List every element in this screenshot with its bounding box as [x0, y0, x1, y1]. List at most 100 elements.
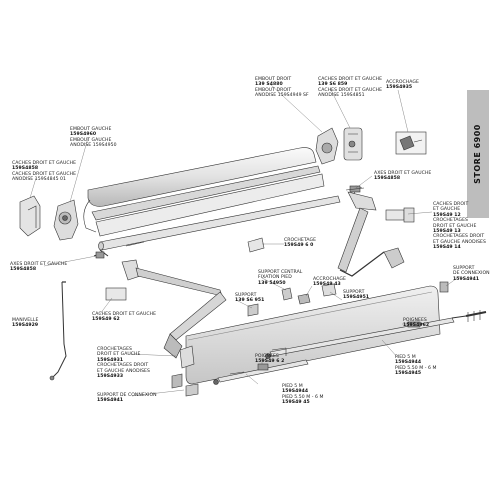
label-crochetages-left: CROCHETAGES DROIT ET GAUCHE 159S4931 CRO… — [97, 347, 150, 379]
label-line: 159S4929 — [12, 323, 39, 329]
label-line: 159S4945 — [395, 371, 422, 377]
label-line: ET GAUCHE ANODISES — [433, 239, 486, 245]
label-line: 159S4941 — [97, 398, 124, 404]
label-pied-right: PIED 5 M 159S4944 PIED 5.50 M - 6 M 159S… — [395, 355, 436, 377]
label-axes-right: AXES DROIT ET GAUCHE 159S4858 — [374, 171, 431, 182]
label-line: PIED 5.50 M - 6 M — [395, 365, 437, 371]
label-line: 139 S6 951 — [235, 298, 265, 304]
arm-right — [337, 185, 405, 277]
label-line: ANODISE 159S4851 — [318, 93, 365, 99]
foot-right — [265, 315, 467, 359]
label-line: CROCHETAGES DROIT — [97, 363, 149, 369]
label-axes-left: AXES DROIT ET GAUCHE 159S4858 — [10, 262, 67, 273]
side-tab — [467, 90, 489, 218]
label-line: PIED 5 M — [395, 355, 416, 360]
label-line: 159S4858 — [374, 176, 401, 182]
label-embout-droit: EMBOUT DROIT 139 S4880 EMBOUT DROIT ANOD… — [255, 77, 309, 99]
label-line: POIGNEES — [403, 318, 427, 323]
label-line: ANODISE 159S4949 SF — [255, 93, 309, 99]
support-central-part — [281, 283, 337, 305]
support-small — [247, 303, 259, 317]
label-line: EMBOUT GAUCHE — [70, 127, 112, 132]
end-cap-left — [19, 195, 79, 241]
crochetage-bracket-left — [171, 345, 195, 389]
label-line: CROCHETAGES DROIT — [433, 234, 485, 240]
label-line: CACHES DROIT ET GAUCHE — [12, 171, 77, 177]
label-line: 159S4935 — [386, 85, 413, 91]
poignee-parts — [257, 321, 421, 371]
label-line: 159S49 62 — [92, 317, 120, 323]
label-line: 139 S6 859 — [318, 82, 348, 88]
label-line: AXES DROIT ET GAUCHE — [10, 262, 68, 267]
label-line: 159S4944 — [395, 360, 422, 366]
label-line: DROIT ET GAUCHE — [97, 352, 141, 358]
label-line: 159S4944 — [282, 389, 309, 395]
label-caches-gauche-tl: CACHES DROIT ET GAUCHE 159S4858 CACHES D… — [12, 161, 76, 183]
label-line: SUPPORT DE CONNEXION — [97, 393, 157, 398]
label-support-connexion-right: SUPPORT DE CONNEXION 159S4941 — [453, 266, 490, 282]
label-manivelle: MANIVELLE 159S4929 — [12, 318, 38, 329]
label-line: ANODISE 159S4950 — [70, 143, 117, 149]
label-caches-left-mid: CACHES DROIT ET GAUCHE 159S49 62 — [92, 312, 156, 323]
label-line: CACHES DROIT ET GAUCHE — [318, 77, 383, 82]
label-line: 159S49 13 — [433, 229, 461, 235]
crochetage-part — [247, 237, 265, 253]
label-caches-right: CACHES DROIT ET GAUCHE 159S49 12 CROCHET… — [433, 202, 486, 251]
label-line: ACCROCHAGE — [313, 277, 346, 282]
label-line: SUPPORT — [235, 293, 257, 298]
label-caches-droit-top: CACHES DROIT ET GAUCHE 139 S6 859 CACHES… — [318, 77, 382, 99]
leader-lines — [29, 83, 461, 397]
cache-right-small — [403, 207, 487, 322]
label-support-central: SUPPORT CENTRAL FIXATION PIED 139 54950 — [258, 270, 302, 286]
label-line: ET GAUCHE — [433, 207, 461, 213]
label-support-mid: SUPPORT 159S4951 — [343, 290, 369, 301]
label-line: EMBOUT DROIT — [255, 87, 292, 93]
front-bar — [185, 285, 441, 385]
label-line: 159S4933 — [97, 374, 124, 380]
crank-handle — [49, 281, 67, 381]
label-accrochage-mid: ACCROCHAGE 159S49 43 — [313, 277, 346, 288]
end-cap-right — [315, 127, 363, 165]
label-line: 159S4858 — [10, 267, 37, 273]
label-line: 159S49 6 0 — [284, 243, 314, 249]
label-line: 139 54950 — [258, 280, 286, 286]
label-support-left: SUPPORT 139 S6 951 — [235, 293, 264, 304]
label-line: SUPPORT — [343, 290, 365, 295]
label-line: 159S49 12 — [433, 212, 461, 218]
label-line: EMBOUT DROIT — [255, 77, 292, 82]
label-crochetage-mid: CROCHETAGE 159S49 6 0 — [284, 238, 316, 249]
label-line: 159S4960 — [70, 132, 97, 138]
label-line: CROCHETAGE — [284, 238, 317, 243]
label-line: CACHES DROIT ET GAUCHE — [318, 87, 383, 93]
axe-right-top — [345, 185, 365, 193]
label-line: CACHES DROIT ET GAUCHE — [92, 312, 157, 317]
label-poignees-right: POIGNEES 159S4962 — [403, 318, 429, 329]
label-line: 159S4951 — [343, 295, 370, 301]
side-tab-title: STORE 6900 — [473, 124, 482, 184]
label-line: 159S4858 — [12, 166, 39, 172]
label-line: SUPPORT — [453, 266, 475, 271]
label-line: POIGNEES — [255, 354, 279, 359]
label-embout-gauche: EMBOUT GAUCHE 159S4960 EMBOUT GAUCHE ANO… — [70, 127, 117, 149]
foot-left — [213, 359, 309, 385]
label-line: CACHES DROIT — [433, 202, 469, 207]
label-line: ANODISE 159S4845 01 — [12, 177, 66, 183]
label-line: CROCHETAGES — [433, 218, 469, 224]
label-poignees-mid: POIGNEES 159S49 6 2 — [255, 354, 284, 365]
label-line: SUPPORT CENTRAL — [258, 270, 303, 275]
label-line: CACHES DROIT ET GAUCHE — [12, 161, 77, 166]
support-connexion-left — [185, 383, 199, 397]
label-line: 139 S4880 — [255, 82, 283, 88]
label-line: 159S4941 — [453, 276, 480, 282]
label-line: PIED 5 M — [282, 384, 303, 389]
label-line: ET GAUCHE ANODISES — [97, 368, 150, 374]
label-line: EMBOUT GAUCHE — [70, 137, 112, 143]
label-pied-left: PIED 5 M 159S4944 PIED 5.50 M - 6 M 159S… — [282, 384, 323, 406]
roller-bar — [98, 195, 341, 251]
label-line: PIED 5.50 M - 6 M — [282, 394, 324, 400]
cassette-tube — [83, 147, 325, 237]
arm-left — [105, 259, 227, 359]
label-line: AXES DROIT ET GAUCHE — [374, 171, 432, 176]
label-line: CROCHETAGES — [97, 347, 133, 352]
